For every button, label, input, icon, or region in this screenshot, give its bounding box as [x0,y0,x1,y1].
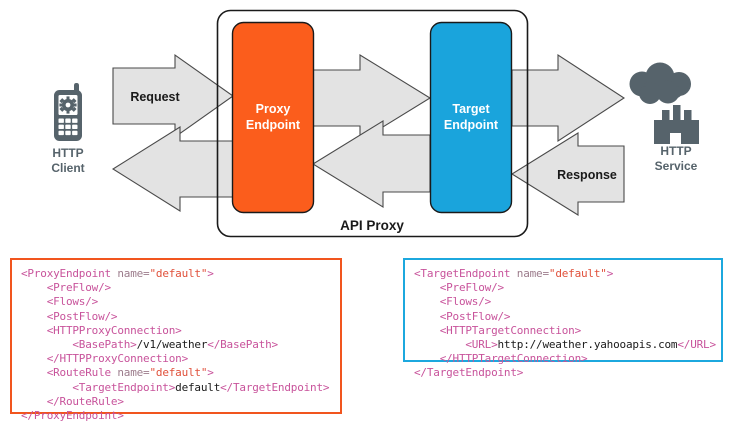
http-client-label-line2: Client [51,161,84,175]
http-service-label-line2: Service [655,159,698,173]
code-token: > [207,366,214,380]
code-token: <HTTPTargetConnection> [414,323,582,337]
request-arrow-label: Request [130,90,180,104]
code-token: <TargetEndpoint [414,267,511,280]
cloud-factory-icon [629,62,699,144]
target-endpoint-label-line1: Target [452,102,490,116]
proxy-endpoint-label-line2: Endpoint [246,118,301,132]
code-token: <HTTPProxyConnection> [21,323,182,337]
response-arrow-label: Response [557,168,617,182]
service-to-target-arrow [510,132,625,216]
target-to-service-arrow [511,53,626,143]
code-token: default [175,380,221,394]
api-proxy-caption: API Proxy [340,218,404,233]
code-token: name= [510,267,549,280]
code-token: </HTTPProxyConnection> [21,352,189,366]
code-line: <HTTPProxyConnection> [21,324,331,338]
code-token: <TargetEndpoint> [21,380,176,394]
code-token: <RouteRule [21,366,111,380]
code-line: <PreFlow/> [21,281,331,295]
code-line: <URL>http://weather.yahooapis.com</URL> [414,338,716,352]
proxy-to-target-arrow [312,54,432,142]
api-proxy-diagram: Proxy Endpoint Target Endpoint API Proxy… [51,9,699,238]
code-token: "default" [548,267,607,280]
code-token: > [606,267,614,280]
code-token: </RouteRule> [21,394,124,408]
code-line: <RouteRule name="default"> [21,366,331,380]
code-line: <PostFlow/> [21,310,331,324]
code-token: </HTTPTargetConnection> [414,352,588,366]
code-line: </ProxyEndpoint> [21,409,331,423]
code-token: <PreFlow/> [414,281,504,295]
code-line: <PostFlow/> [414,310,712,324]
code-token: </URL> [677,338,716,352]
api-proxy-container [216,9,529,238]
code-token: <Flows/> [21,295,99,309]
code-line: </HTTPTargetConnection> [414,352,712,366]
code-line: <TargetEndpoint>default</TargetEndpoint> [21,381,331,395]
http-service-label-line1: HTTP [660,144,691,158]
target-endpoint-label-line2: Endpoint [444,118,499,132]
code-token: <PostFlow/> [21,309,118,323]
code-line: </RouteRule> [21,395,331,409]
code-token: <Flows/> [414,295,492,309]
code-token: "default" [149,366,208,380]
code-token: > [207,267,214,280]
code-token: <ProxyEndpoint [21,267,111,280]
code-token: </TargetEndpoint> [414,366,524,380]
proxy-to-client-arrow [111,126,234,212]
code-token: <PreFlow/> [21,281,111,295]
proxy-endpoint-label-line1: Proxy [256,102,291,116]
request-arrow [112,53,234,139]
target-endpoint-box[interactable] [429,21,513,214]
proxy-endpoint-box[interactable] [231,21,315,214]
code-line: </HTTPProxyConnection> [21,352,331,366]
code-token: name= [110,267,150,280]
code-token: </TargetEndpoint> [220,380,330,394]
code-token: <URL> [414,338,498,352]
code-line: <PreFlow/> [414,281,712,295]
code-line: <Flows/> [414,295,712,309]
code-token: <PostFlow/> [414,309,511,323]
code-token: </BasePath> [207,338,278,352]
code-line: <ProxyEndpoint name="default"> [21,267,331,281]
http-client-label-line1: HTTP [52,146,83,160]
code-token: "default" [149,267,208,280]
code-line: <HTTPTargetConnection> [414,324,712,338]
code-token: <BasePath> [21,338,137,352]
code-token: name= [110,366,150,380]
target-endpoint-code-block: <TargetEndpoint name="default"> <PreFlow… [403,258,723,379]
code-line: <TargetEndpoint name="default"> [414,267,712,281]
proxy-endpoint-code-block: <ProxyEndpoint name="default"> <PreFlow/… [10,258,342,422]
code-line: </TargetEndpoint> [414,366,712,380]
code-line: <Flows/> [21,295,331,309]
arrow-group [111,53,626,216]
code-line: <BasePath>/v1/weather</BasePath> [21,338,331,352]
code-token: </ProxyEndpoint> [21,409,124,423]
code-token: http://weather.yahooapis.com [497,338,678,352]
code-token: /v1/weather [136,338,208,352]
target-to-proxy-arrow [311,120,431,208]
mobile-phone-gear-icon [54,83,82,141]
